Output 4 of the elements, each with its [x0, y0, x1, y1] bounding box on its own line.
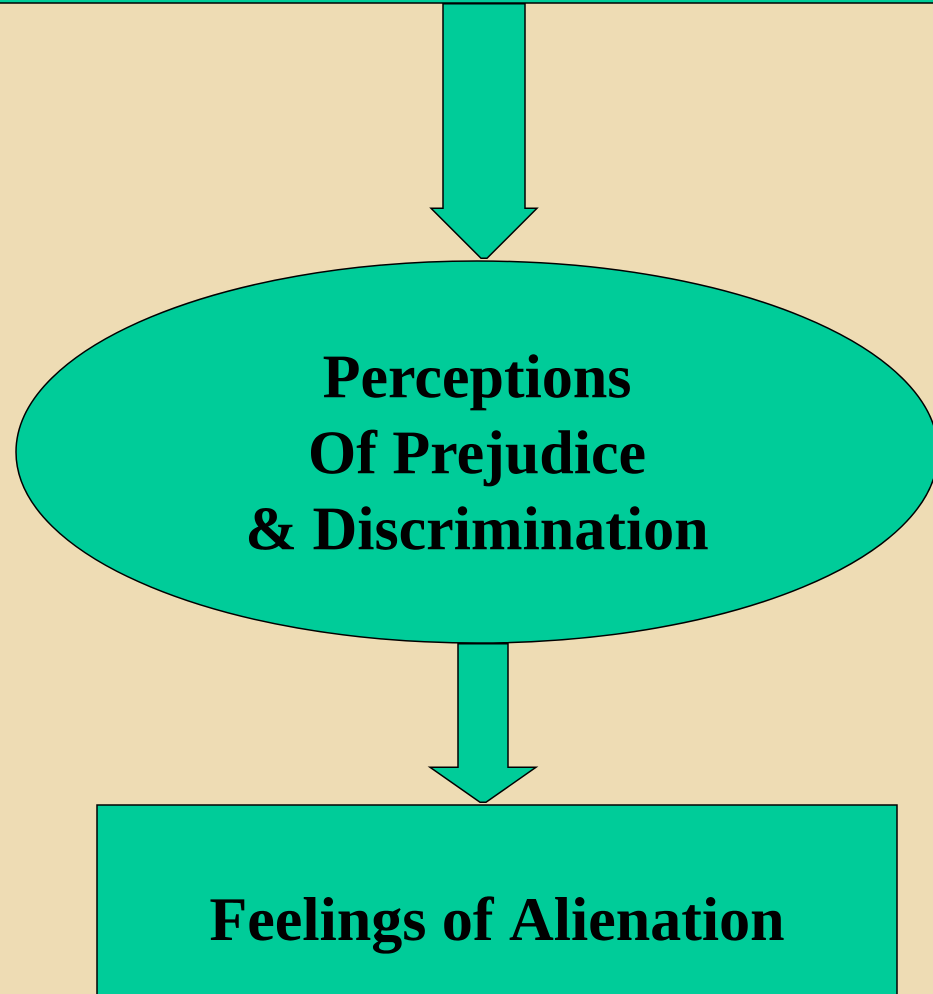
block-arrow — [429, 3, 539, 259]
block-arrow — [428, 643, 538, 803]
process-box: Feelings of Alienation — [96, 804, 898, 994]
process-box — [0, 0, 933, 4]
